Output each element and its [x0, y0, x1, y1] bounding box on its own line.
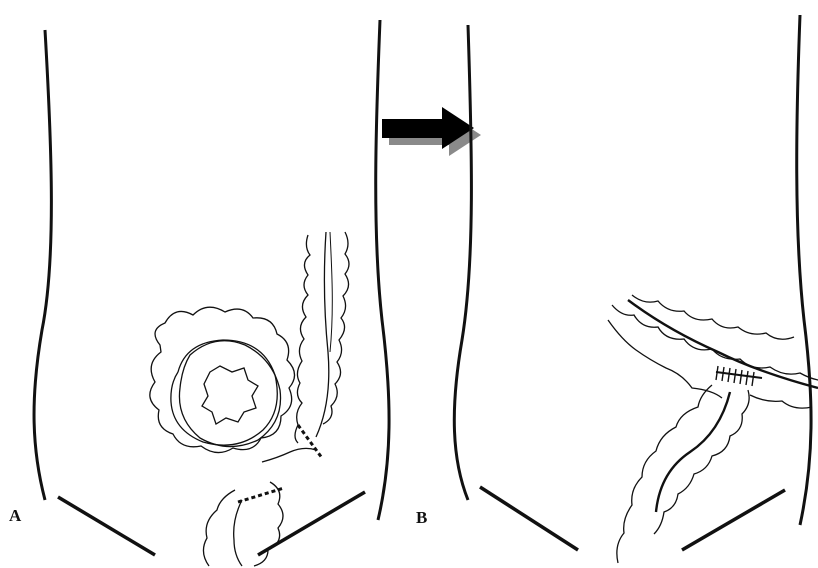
- panel-a: [34, 20, 389, 566]
- panel-b-left-wall: [454, 25, 471, 500]
- panel-a-descending-colon: [295, 232, 349, 443]
- panel-a-left-inguinal-line: [58, 497, 155, 555]
- panel-b-proximal-colon: [608, 295, 818, 408]
- panel-label-b: B: [416, 508, 427, 528]
- right-arrow-icon: [382, 107, 481, 156]
- panel-label-a: A: [9, 506, 21, 526]
- panel-a-right-wall: [376, 20, 389, 520]
- panel-b-right-wall: [797, 15, 811, 525]
- panel-a-lower-colon: [203, 448, 316, 566]
- panel-b: [454, 15, 818, 563]
- panel-b-distal-colon: [617, 385, 749, 563]
- panel-b-left-inguinal-line: [480, 487, 578, 550]
- panel-a-volvulus-loop: [150, 307, 295, 452]
- panel-a-left-wall: [34, 30, 51, 500]
- panel-b-right-inguinal-line: [682, 490, 785, 550]
- panel-a-twist-line-lower: [238, 488, 284, 502]
